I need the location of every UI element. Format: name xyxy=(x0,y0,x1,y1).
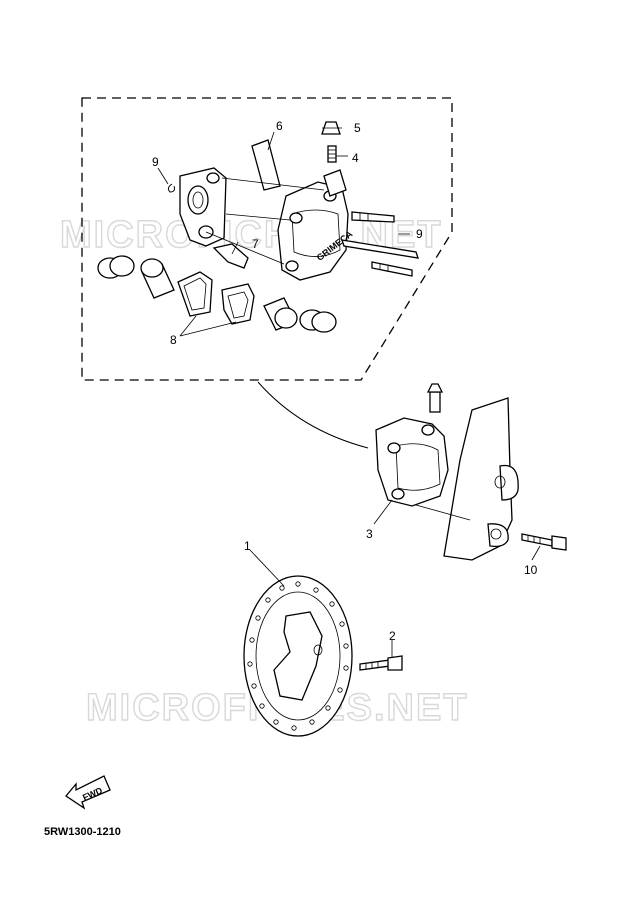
exploded-view-frame xyxy=(81,97,453,381)
slide-pin-upper xyxy=(351,211,395,223)
clip xyxy=(167,183,175,193)
callout-2: 2 xyxy=(389,629,396,643)
callout-8: 8 xyxy=(170,333,177,347)
callout-9-left: 9 xyxy=(152,155,159,169)
brake-pad-right xyxy=(221,283,255,325)
callout-5: 5 xyxy=(354,121,361,135)
anti-rattle-plate xyxy=(251,139,281,191)
disc-holes xyxy=(247,581,349,731)
callout-3: 3 xyxy=(366,527,373,541)
slide-pin-lower xyxy=(371,261,413,277)
callout-10: 10 xyxy=(524,563,538,577)
assembled-caliper xyxy=(375,383,449,507)
piston-seal-left xyxy=(97,255,135,279)
leader-6 xyxy=(267,131,275,151)
callout-9-right: 9 xyxy=(416,227,423,241)
caliper-body: GRIMECA xyxy=(277,181,355,281)
brake-disc xyxy=(243,575,353,737)
callout-7: 7 xyxy=(252,237,259,251)
bleed-screw xyxy=(327,145,337,163)
brake-pad-left xyxy=(177,271,213,317)
slide-pin-rod xyxy=(341,239,419,259)
bleed-boss xyxy=(323,169,347,197)
diagram-code: 5RW1300-1210 xyxy=(44,826,121,838)
pad-spring xyxy=(212,243,249,269)
piston-left xyxy=(140,258,175,299)
caliper-bolt xyxy=(521,533,567,551)
assembly-line-1 xyxy=(221,177,325,191)
assembly-line-2 xyxy=(225,213,291,221)
callout-4: 4 xyxy=(352,151,359,165)
leader-3 xyxy=(373,499,393,525)
piston-right xyxy=(263,297,298,331)
leader-8-a xyxy=(179,315,197,337)
leader-10 xyxy=(531,545,541,561)
forward-arrow-icon: FWD xyxy=(65,775,111,810)
callout-1: 1 xyxy=(244,539,251,553)
piston-seal-right xyxy=(299,309,337,333)
leader-7 xyxy=(231,241,239,255)
connector-curve xyxy=(257,381,369,449)
leader-9-left xyxy=(157,167,169,185)
leader-8-b xyxy=(179,321,237,337)
front-fork xyxy=(443,397,519,561)
assembly-line-3 xyxy=(205,231,285,265)
callout-6: 6 xyxy=(276,119,283,133)
disc-bolt xyxy=(359,655,403,671)
leader-1 xyxy=(249,549,285,587)
